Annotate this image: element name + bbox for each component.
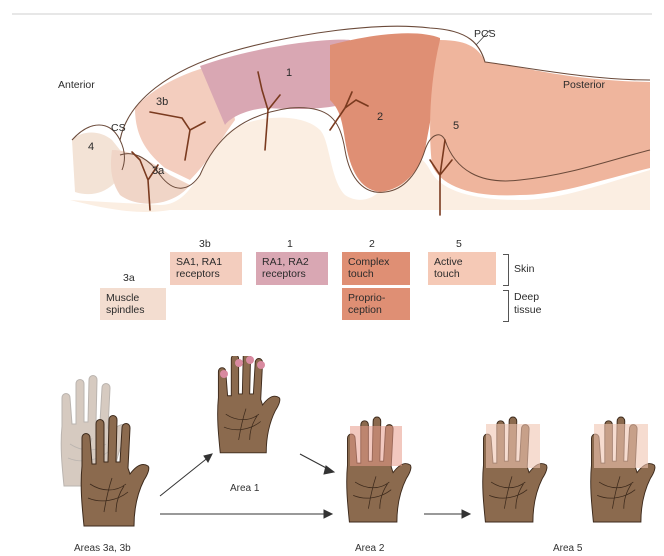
area-5-highlight-left bbox=[486, 424, 540, 468]
area-2-label: 2 bbox=[377, 111, 383, 123]
caption-area-2: Area 2 bbox=[355, 543, 384, 554]
box-2-skin-line-1: Complex bbox=[348, 256, 404, 268]
cortex-diagram bbox=[0, 0, 664, 240]
skin-label: Skin bbox=[514, 263, 534, 275]
area-4-label: 4 bbox=[88, 141, 94, 153]
area-5-highlight-right bbox=[594, 424, 648, 468]
area-2-highlight bbox=[350, 426, 402, 466]
box-5-active-touch: Active touch bbox=[428, 252, 496, 285]
box-1-line-2: receptors bbox=[262, 268, 322, 280]
col-head-1: 1 bbox=[287, 238, 293, 250]
area-5-region bbox=[430, 40, 650, 195]
skin-bracket bbox=[503, 254, 509, 286]
area-5-label: 5 bbox=[453, 120, 459, 132]
box-2-skin-line-2: touch bbox=[348, 268, 404, 280]
box-3a-line-1: Muscle bbox=[106, 292, 160, 304]
box-2-deep-line-2: ception bbox=[348, 304, 404, 316]
caption-areas-3a-3b: Areas 3a, 3b bbox=[74, 543, 131, 554]
box-5-line-2: touch bbox=[434, 268, 490, 280]
deep-bracket bbox=[503, 290, 509, 322]
flow-arrows bbox=[160, 454, 470, 518]
box-1-receptors: RA1, RA2 receptors bbox=[256, 252, 328, 285]
anterior-label: Anterior bbox=[58, 79, 95, 91]
area-1-label: 1 bbox=[286, 67, 292, 79]
col-head-3a: 3a bbox=[123, 272, 135, 284]
box-3a-muscle-spindles: Muscle spindles bbox=[100, 288, 166, 320]
box-3b-line-2: receptors bbox=[176, 268, 236, 280]
area-1-fingertip bbox=[235, 359, 243, 367]
area-3b-label: 3b bbox=[156, 96, 168, 108]
hands-diagram bbox=[0, 356, 664, 556]
col-head-5: 5 bbox=[456, 238, 462, 250]
box-2-proprioception: Proprio- ception bbox=[342, 288, 410, 320]
col-head-2: 2 bbox=[369, 238, 375, 250]
deep-label-1: Deep bbox=[514, 291, 539, 303]
deep-label-2: tissue bbox=[514, 304, 541, 316]
box-2-complex-touch: Complex touch bbox=[342, 252, 410, 285]
box-5-line-1: Active bbox=[434, 256, 490, 268]
area-1-fingertip bbox=[220, 370, 228, 378]
box-1-line-1: RA1, RA2 bbox=[262, 256, 322, 268]
area-1-fingertip bbox=[246, 356, 254, 364]
box-3a-line-2: spindles bbox=[106, 304, 160, 316]
area-1-fingertip bbox=[257, 361, 265, 369]
area-3a-label: 3a bbox=[152, 165, 164, 177]
box-3b-line-1: SA1, RA1 bbox=[176, 256, 236, 268]
box-2-deep-line-1: Proprio- bbox=[348, 292, 404, 304]
pcs-label: PCS bbox=[474, 28, 496, 40]
caption-area-5: Area 5 bbox=[553, 543, 582, 554]
caption-area-1: Area 1 bbox=[230, 483, 259, 494]
box-3b-receptors: SA1, RA1 receptors bbox=[170, 252, 242, 285]
hand-area-1 bbox=[218, 356, 280, 453]
cs-label: CS bbox=[111, 122, 126, 134]
posterior-label: Posterior bbox=[563, 79, 605, 91]
col-head-3b: 3b bbox=[199, 238, 211, 250]
